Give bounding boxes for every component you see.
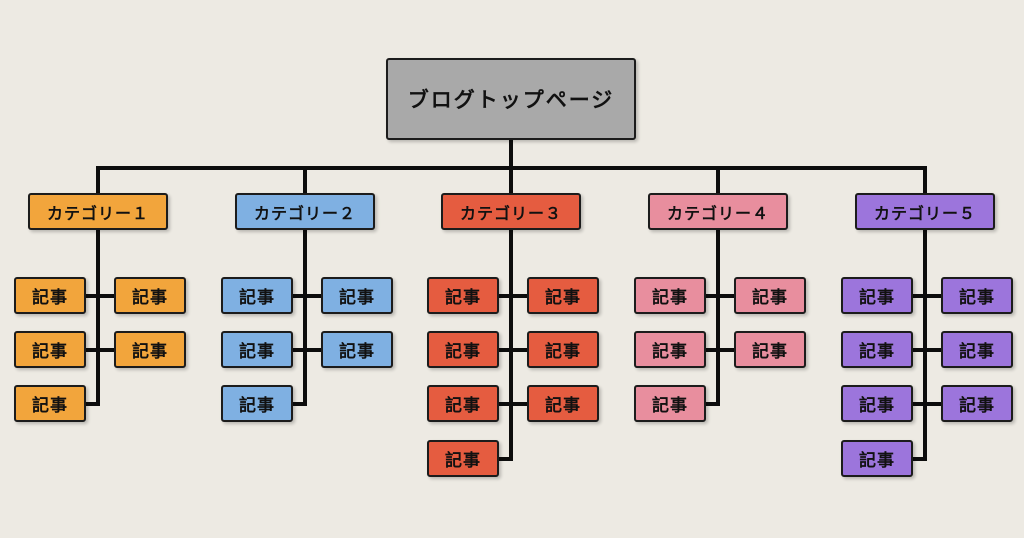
article-box: 記事 bbox=[114, 277, 186, 314]
article-box: 記事 bbox=[941, 331, 1013, 368]
article-connector-line bbox=[499, 402, 527, 406]
bus-drop-line bbox=[923, 166, 927, 197]
article-connector-line bbox=[913, 457, 927, 461]
article-connector-line bbox=[499, 294, 527, 298]
article-box: 記事 bbox=[941, 385, 1013, 422]
article-box: 記事 bbox=[527, 277, 599, 314]
article-box: 記事 bbox=[427, 440, 499, 477]
article-box: 記事 bbox=[634, 385, 706, 422]
article-connector-line bbox=[293, 402, 307, 406]
article-connector-line bbox=[706, 294, 734, 298]
category-1-box: カテゴリー１ bbox=[28, 193, 168, 230]
article-box: 記事 bbox=[221, 277, 293, 314]
article-box: 記事 bbox=[527, 331, 599, 368]
article-box: 記事 bbox=[321, 331, 393, 368]
article-box: 記事 bbox=[941, 277, 1013, 314]
article-box: 記事 bbox=[841, 277, 913, 314]
article-box: 記事 bbox=[841, 385, 913, 422]
article-box: 記事 bbox=[114, 331, 186, 368]
article-box: 記事 bbox=[841, 331, 913, 368]
article-connector-line bbox=[706, 348, 734, 352]
article-box: 記事 bbox=[14, 385, 86, 422]
article-connector-line bbox=[293, 294, 321, 298]
category-trunk-line bbox=[716, 230, 720, 406]
bus-drop-line bbox=[96, 166, 100, 197]
bus-drop-line bbox=[509, 166, 513, 197]
category-trunk-line bbox=[923, 230, 927, 461]
category-trunk-line bbox=[509, 230, 513, 461]
category-4-box: カテゴリー４ bbox=[648, 193, 788, 230]
article-connector-line bbox=[293, 348, 321, 352]
blog-top-page-box: ブログトップページ bbox=[386, 58, 636, 140]
article-box: 記事 bbox=[221, 385, 293, 422]
article-box: 記事 bbox=[734, 277, 806, 314]
category-trunk-line bbox=[303, 230, 307, 406]
category-trunk-line bbox=[96, 230, 100, 406]
article-box: 記事 bbox=[427, 385, 499, 422]
article-connector-line bbox=[86, 348, 114, 352]
article-connector-line bbox=[913, 348, 941, 352]
article-connector-line bbox=[86, 294, 114, 298]
article-box: 記事 bbox=[734, 331, 806, 368]
bus-drop-line bbox=[303, 166, 307, 197]
category-3-box: カテゴリー３ bbox=[441, 193, 581, 230]
bus-drop-line bbox=[716, 166, 720, 197]
root-stem-line bbox=[509, 140, 513, 170]
article-connector-line bbox=[86, 402, 100, 406]
article-connector-line bbox=[913, 402, 941, 406]
category-2-box: カテゴリー２ bbox=[235, 193, 375, 230]
article-connector-line bbox=[499, 348, 527, 352]
article-box: 記事 bbox=[427, 277, 499, 314]
article-box: 記事 bbox=[634, 331, 706, 368]
article-box: 記事 bbox=[634, 277, 706, 314]
category-5-box: カテゴリー５ bbox=[855, 193, 995, 230]
article-box: 記事 bbox=[321, 277, 393, 314]
article-box: 記事 bbox=[14, 277, 86, 314]
article-box: 記事 bbox=[427, 331, 499, 368]
article-box: 記事 bbox=[527, 385, 599, 422]
article-connector-line bbox=[913, 294, 941, 298]
article-connector-line bbox=[499, 457, 513, 461]
article-connector-line bbox=[706, 402, 720, 406]
article-box: 記事 bbox=[841, 440, 913, 477]
article-box: 記事 bbox=[221, 331, 293, 368]
article-box: 記事 bbox=[14, 331, 86, 368]
